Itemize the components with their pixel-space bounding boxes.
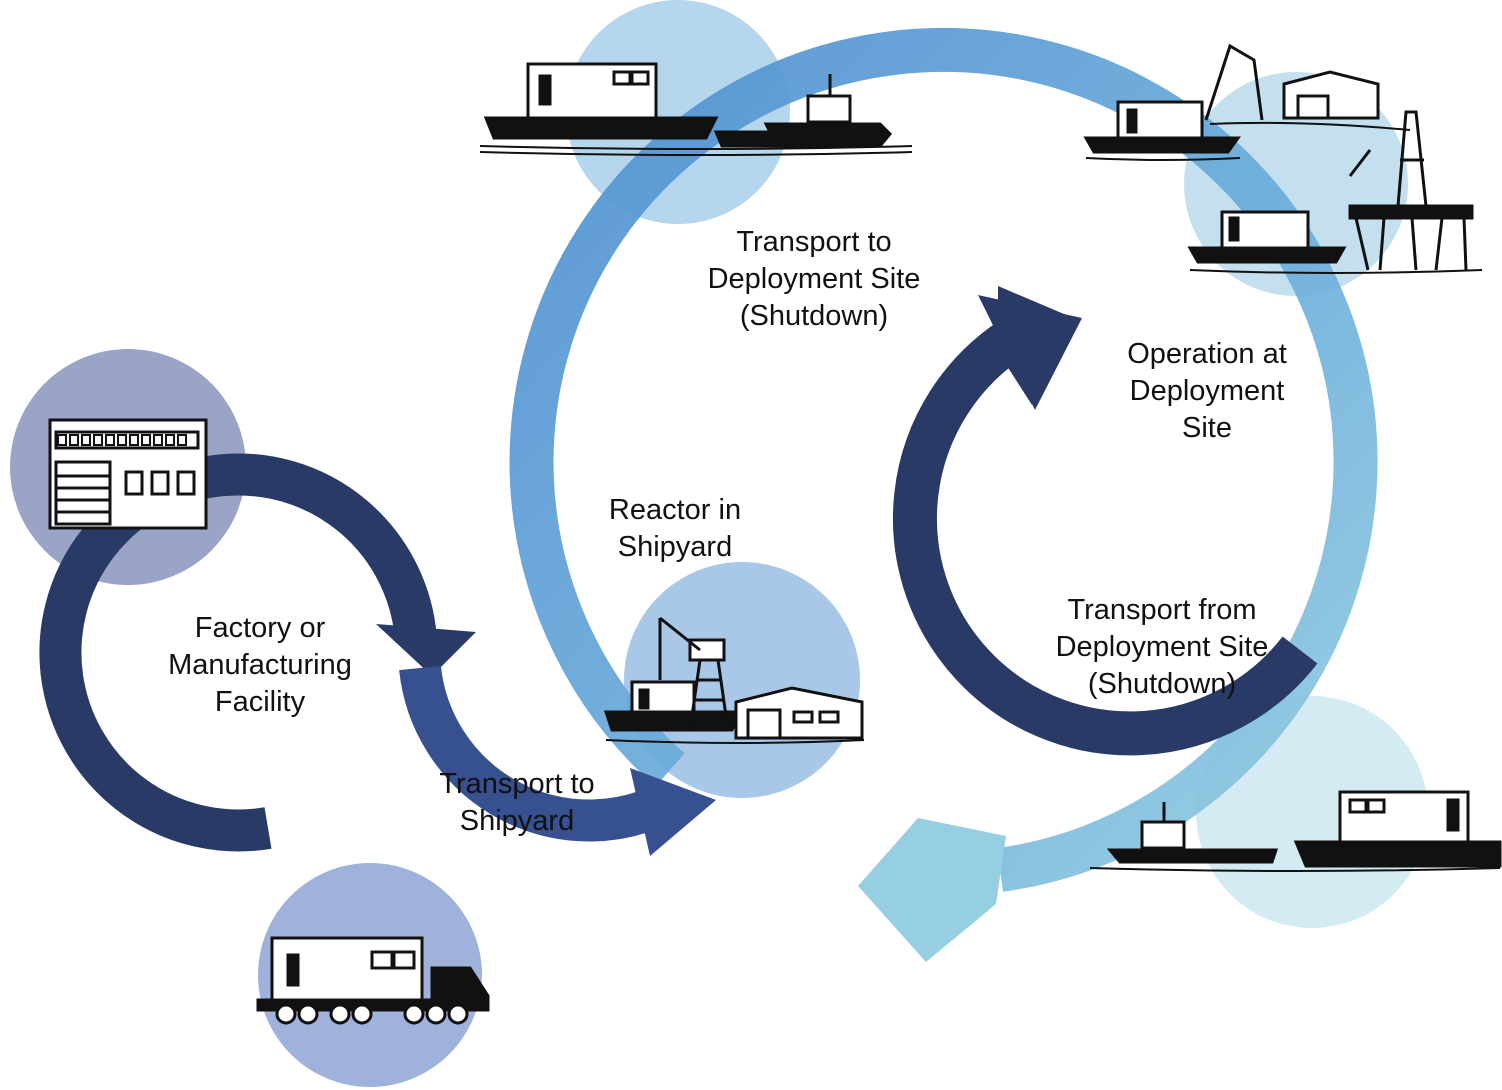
label-transport-to-deployment-line-3: (Shutdown) (739, 300, 889, 332)
operation-arrow (892, 286, 1318, 756)
label-factory-line-2: Manufacturing (168, 649, 352, 681)
label-reactor-in-shipyard: Reactor in Shipyard (572, 492, 778, 566)
oil-platform-icon (1187, 110, 1483, 274)
shipyard-arrow (399, 665, 716, 856)
label-transport-to-shipyard: Transport to Shipyard (402, 766, 632, 840)
return-barge-tug-icon (1089, 790, 1502, 872)
truck-icon (256, 936, 490, 1025)
label-transport-from-deployment: Transport from Deployment Site (Shutdown… (1022, 592, 1302, 703)
label-transport-to-deployment: Transport to Deployment Site (Shutdown) (672, 224, 956, 335)
label-operation: Operation at Deployment Site (1100, 336, 1314, 447)
label-operation-line-2: Deployment (1129, 375, 1285, 407)
factory-arrow (39, 453, 476, 852)
label-reactor-in-shipyard-line-1: Reactor in (608, 494, 742, 526)
coastal-site-icon (1083, 43, 1411, 161)
label-transport-to-shipyard-line-2: Shipyard (459, 805, 575, 837)
label-transport-to-shipyard-line-1: Transport to (439, 768, 595, 800)
label-transport-from-deployment-line-1: Transport from (1067, 594, 1257, 626)
barge-tug-icon (479, 62, 913, 156)
label-transport-from-deployment-line-3: (Shutdown) (1087, 668, 1237, 700)
label-factory-line-3: Facility (214, 686, 306, 718)
shipyard-crane-icon (603, 616, 865, 744)
label-operation-line-1: Operation at (1127, 338, 1287, 370)
label-factory-line-1: Factory or (194, 612, 326, 644)
top-ship-circle (566, 0, 790, 224)
label-transport-to-deployment-line-2: Deployment Site (707, 263, 921, 295)
label-reactor-in-shipyard-line-2: Shipyard (617, 531, 733, 563)
label-operation-line-3: Site (1182, 412, 1232, 444)
label-transport-from-deployment-line-2: Deployment Site (1055, 631, 1269, 663)
label-factory: Factory or Manufacturing Facility (146, 610, 374, 721)
label-transport-to-deployment-line-1: Transport to (736, 226, 892, 258)
factory-icon (48, 418, 208, 530)
